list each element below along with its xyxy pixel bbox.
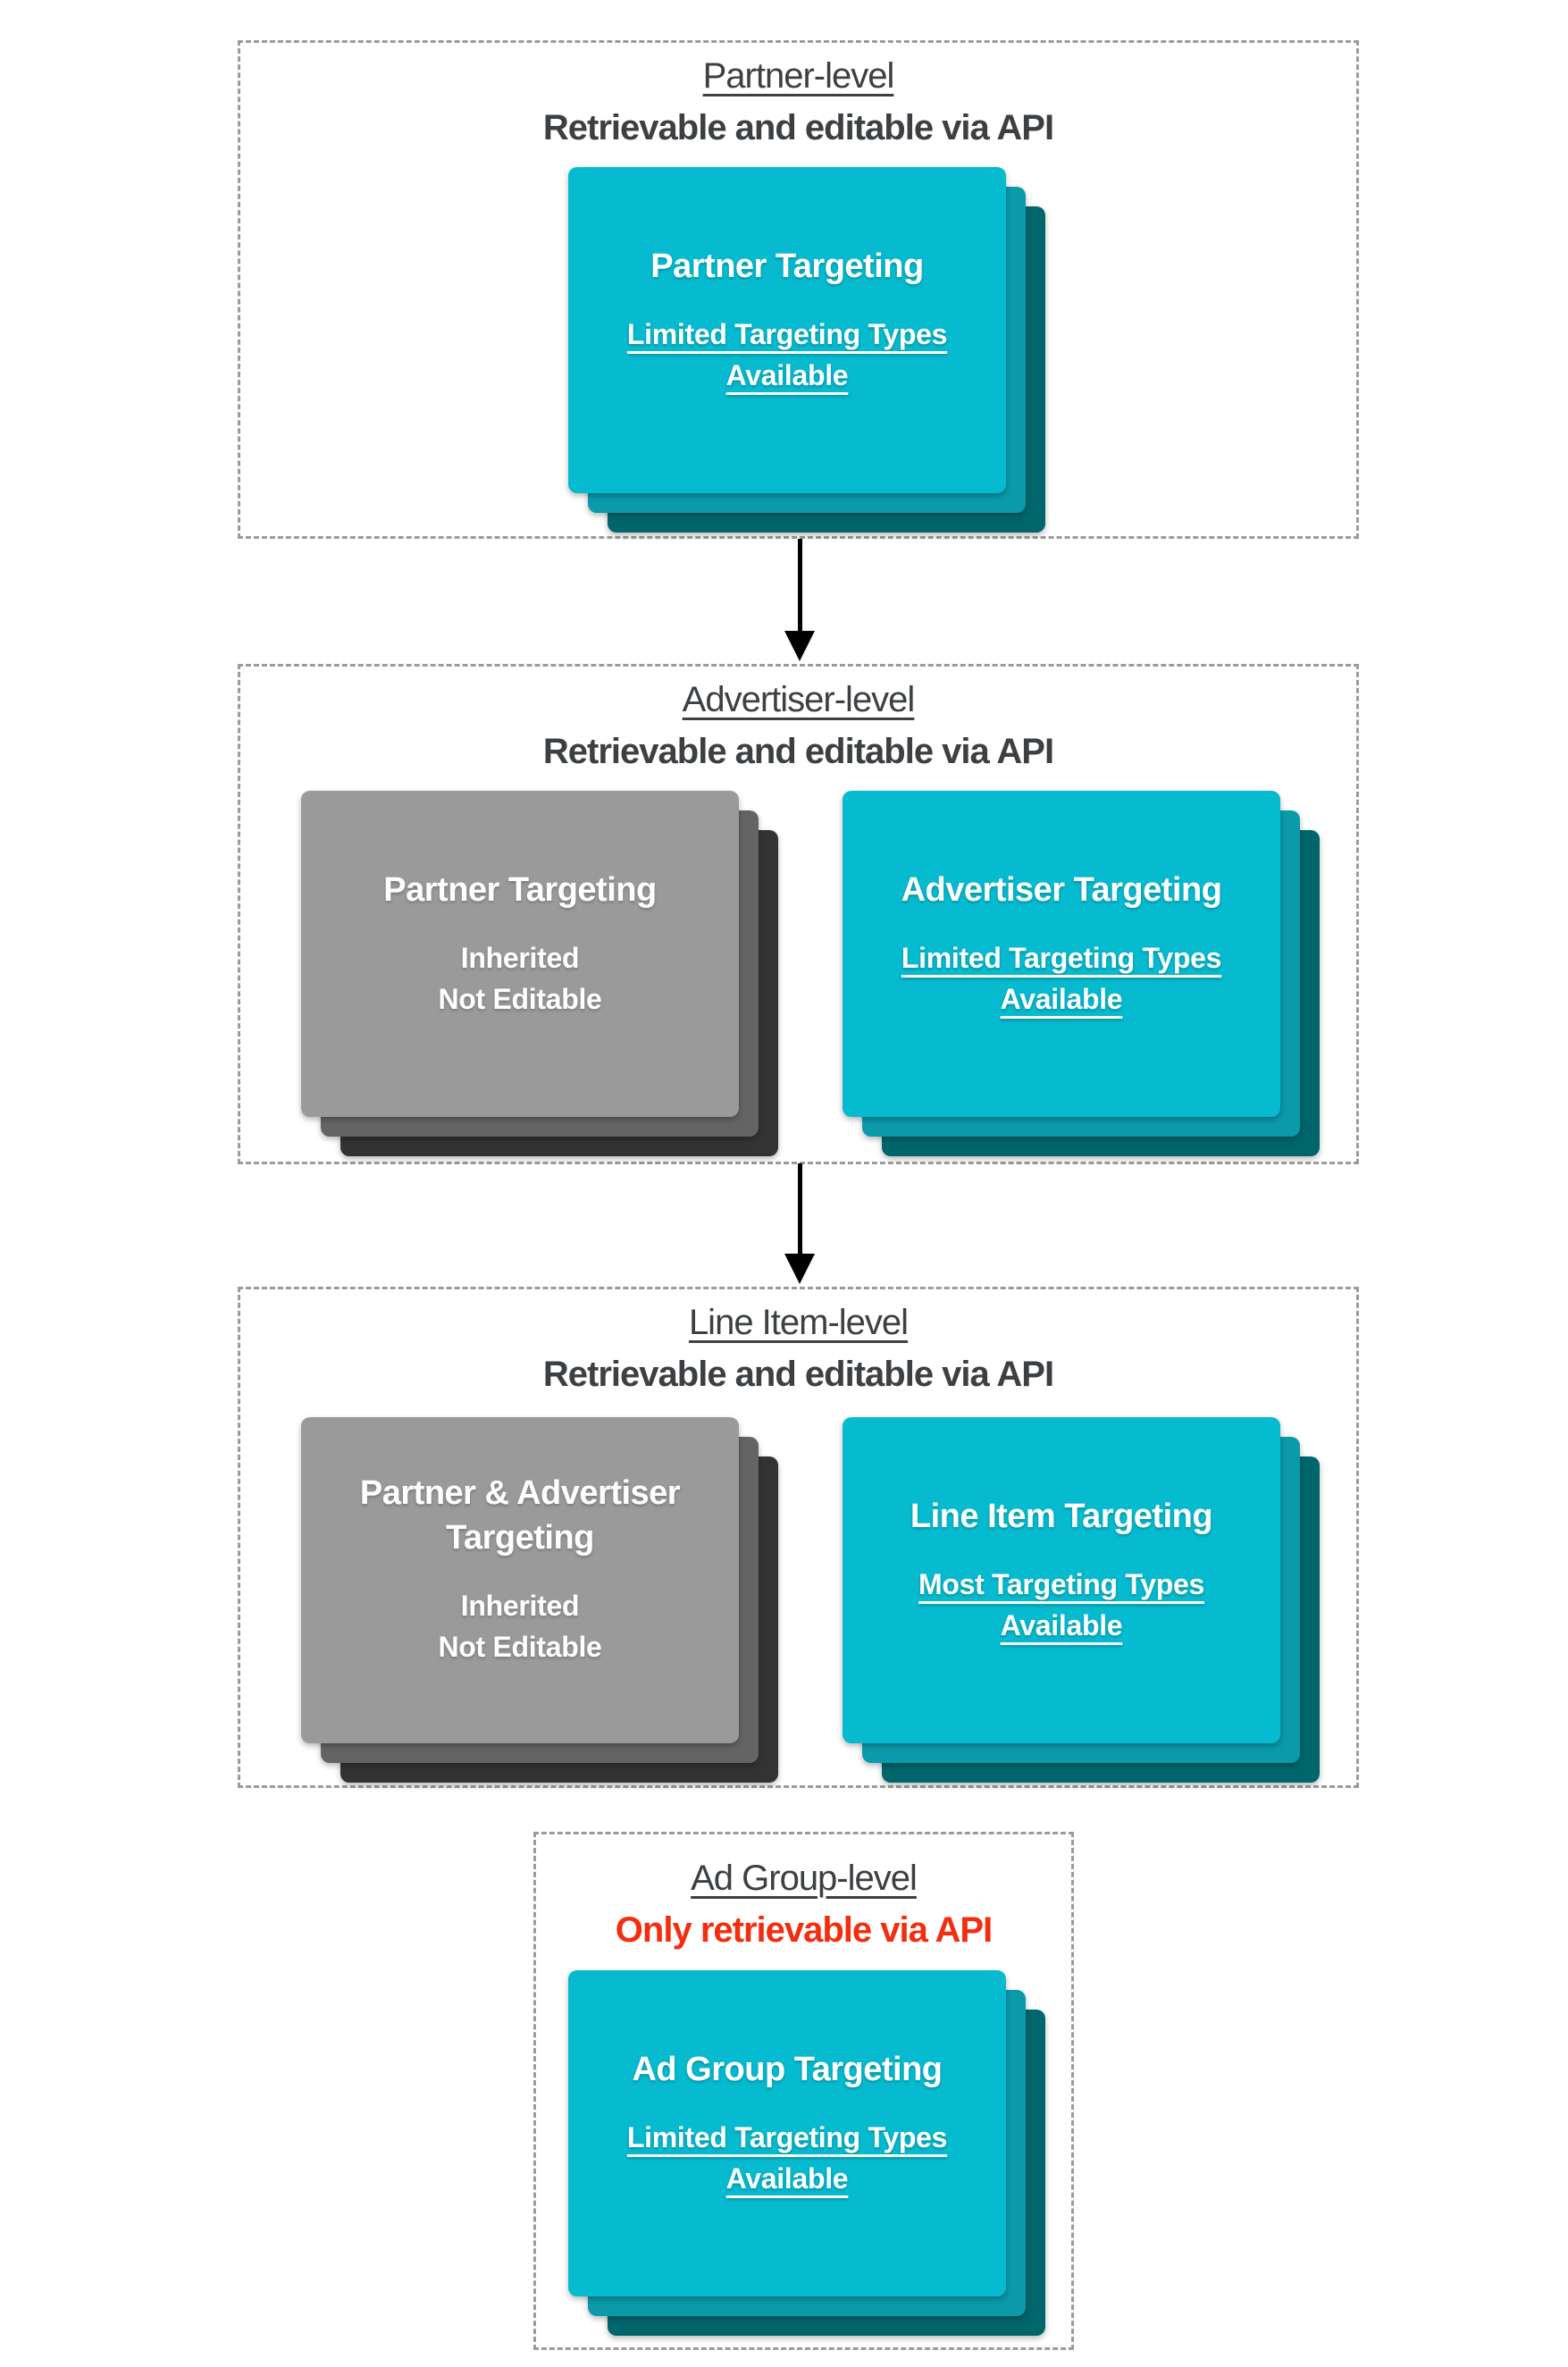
- section-partner-level: Partner-level Retrievable and editable v…: [238, 40, 1359, 539]
- card-subtitle: Limited Targeting Types Available: [626, 2121, 948, 2195]
- card-stack-ad-group-targeting: Ad Group Targeting Limited Targeting Typ…: [568, 1970, 1045, 2336]
- section-advertiser-header: Advertiser-level Retrievable and editabl…: [240, 679, 1356, 772]
- card-title: Partner & Advertiser Targeting: [359, 1474, 681, 1557]
- card-title: Partner Targeting: [383, 871, 657, 909]
- card-stack-partner-targeting: Partner Targeting Limited Targeting Type…: [568, 167, 1045, 533]
- card-subtitle: Inherited Not Editable: [438, 1590, 602, 1664]
- card-title: Advertiser Targeting: [901, 871, 1222, 909]
- card-subtitle: Most Targeting Types Available: [918, 1568, 1204, 1642]
- arrow-head: [784, 1254, 815, 1284]
- card-inherited-partner-targeting: Partner Targeting Inherited Not Editable: [301, 791, 739, 1117]
- card-stack-advertiser-targeting: Advertiser Targeting Limited Targeting T…: [843, 791, 1320, 1156]
- section-line-item-title: Line Item-level: [688, 1303, 909, 1342]
- section-line-item-level: Line Item-level Retrievable and editable…: [238, 1287, 1359, 1788]
- card-subtitle: Inherited Not Editable: [438, 942, 602, 1016]
- card-stack-line-item-targeting: Line Item Targeting Most Targeting Types…: [843, 1417, 1320, 1783]
- card-ad-group-targeting: Ad Group Targeting Limited Targeting Typ…: [568, 1970, 1006, 2296]
- section-line-item-status: Retrievable and editable via API: [542, 1355, 1054, 1394]
- section-partner-status: Retrievable and editable via API: [542, 108, 1054, 147]
- card-subtitle: Limited Targeting Types Available: [901, 942, 1222, 1016]
- card-stack-inherited-partner-targeting: Partner Targeting Inherited Not Editable: [301, 791, 778, 1156]
- card-title: Line Item Targeting: [910, 1498, 1213, 1535]
- section-ad-group-title: Ad Group-level: [691, 1859, 918, 1898]
- card-title: Ad Group Targeting: [632, 2051, 943, 2088]
- section-partner-title: Partner-level: [702, 56, 895, 96]
- card-line-item-targeting: Line Item Targeting Most Targeting Types…: [843, 1417, 1280, 1743]
- section-partner-header: Partner-level Retrievable and editable v…: [240, 55, 1356, 148]
- section-ad-group-header: Ad Group-level Only retrievable via API: [536, 1858, 1071, 1951]
- down-arrow-icon: [784, 539, 815, 661]
- card-subtitle: Limited Targeting Types Available: [626, 318, 948, 392]
- card-stack-inherited-partner-advertiser-targeting: Partner & Advertiser Targeting Inherited…: [301, 1417, 778, 1783]
- card-title: Partner Targeting: [650, 248, 924, 285]
- section-advertiser-status: Retrievable and editable via API: [542, 732, 1054, 771]
- arrow-shaft: [797, 539, 802, 631]
- section-ad-group-level: Ad Group-level Only retrievable via API …: [533, 1832, 1074, 2350]
- section-line-item-header: Line Item-level Retrievable and editable…: [240, 1302, 1356, 1395]
- section-advertiser-title: Advertiser-level: [682, 680, 916, 719]
- card-inherited-partner-advertiser-targeting: Partner & Advertiser Targeting Inherited…: [301, 1417, 739, 1743]
- section-advertiser-level: Advertiser-level Retrievable and editabl…: [238, 664, 1359, 1164]
- card-advertiser-targeting: Advertiser Targeting Limited Targeting T…: [843, 791, 1280, 1117]
- arrow-head: [784, 631, 815, 661]
- section-ad-group-status: Only retrievable via API: [615, 1910, 993, 1950]
- arrow-shaft: [797, 1163, 802, 1254]
- down-arrow-icon: [784, 1163, 815, 1284]
- card-partner-targeting: Partner Targeting Limited Targeting Type…: [568, 167, 1006, 493]
